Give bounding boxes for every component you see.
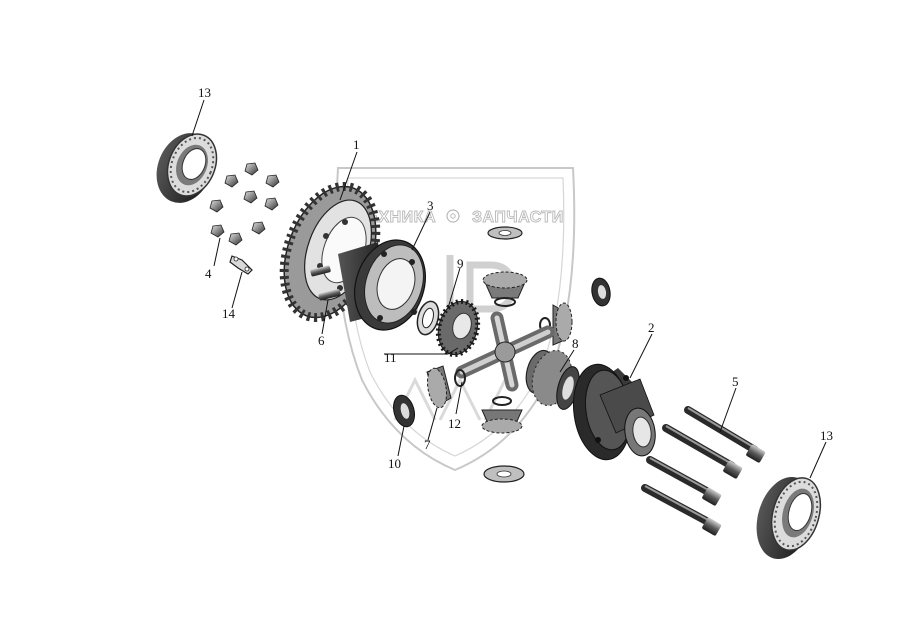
callout-labels: 13 1 3 4 14 6 9 11 12 7 10 8 2 5 13 [198, 85, 833, 471]
spider-cross [455, 311, 555, 392]
callout-4: 4 [205, 266, 212, 281]
callout-5: 5 [732, 374, 739, 389]
pinion-gear-lower [481, 396, 525, 483]
callout-6: 6 [318, 333, 325, 348]
callout-10: 10 [388, 456, 401, 471]
callout-8: 8 [572, 336, 579, 351]
callout-14: 14 [222, 306, 236, 321]
callout-1: 1 [353, 137, 360, 152]
callout-2: 2 [648, 320, 655, 335]
callout-9: 9 [457, 256, 464, 271]
bolts-6 [310, 265, 341, 301]
callout-13-upper: 13 [198, 85, 211, 100]
watermark-right-text: ЗАПЧАСТИ [472, 209, 564, 226]
long-bolts-5 [641, 406, 766, 536]
pinion-gear-upper [482, 226, 528, 307]
callout-11: 11 [384, 350, 397, 365]
diff-case-2 [572, 363, 656, 461]
callout-7: 7 [424, 437, 431, 452]
side-gear-9 [416, 298, 481, 358]
nuts-4 [209, 162, 280, 246]
callout-3: 3 [427, 198, 434, 213]
watermark-gear-icon [446, 209, 460, 223]
callout-13-lower: 13 [820, 428, 833, 443]
pinion-gear-7-left [426, 365, 466, 409]
washer-10 [392, 394, 416, 428]
diff-case-3 [338, 239, 426, 331]
lock-plate-14 [229, 255, 253, 275]
callout-12: 12 [448, 416, 461, 431]
pinion-gear-8-right [539, 277, 611, 346]
leader-lines [191, 99, 827, 479]
bearing-13-lower [756, 476, 822, 560]
bearing-13-upper [156, 133, 218, 203]
